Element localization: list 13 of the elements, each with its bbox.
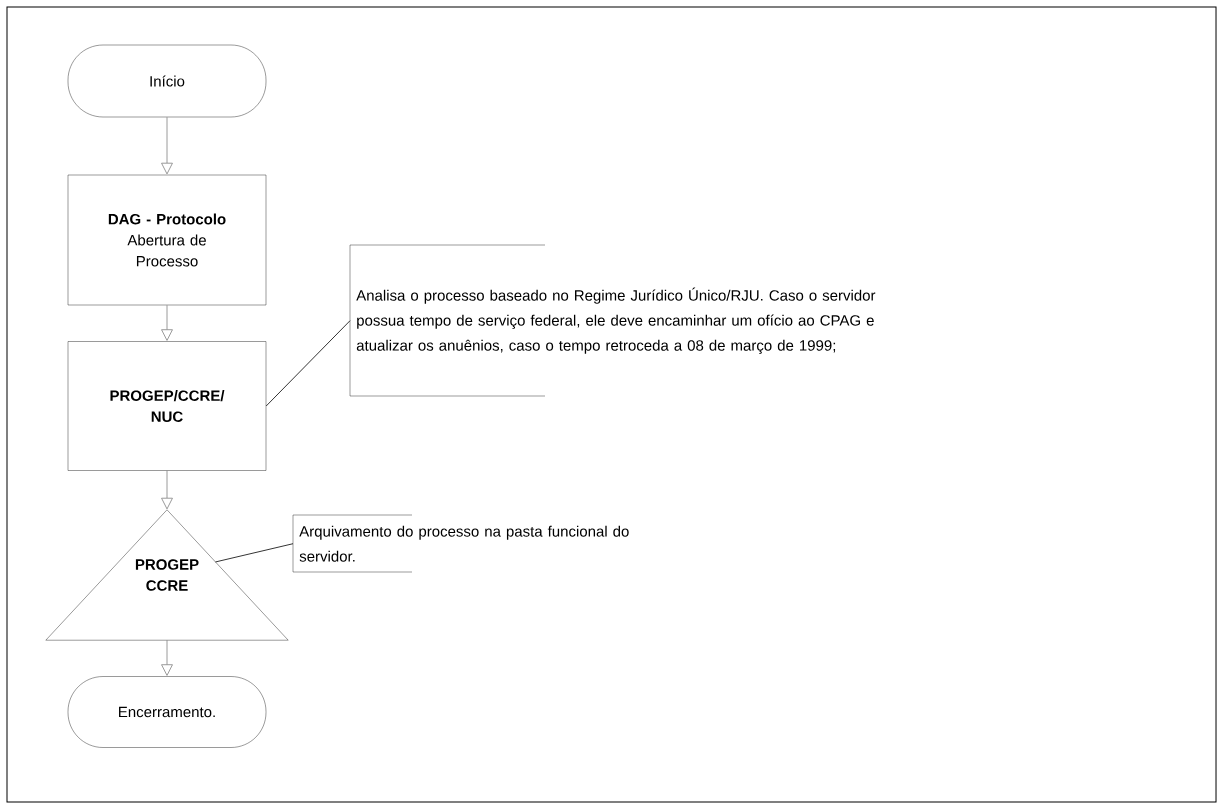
arrow xyxy=(161,116,173,175)
arrow xyxy=(161,470,173,510)
process-box: PROGEP/CCRE/ NUC xyxy=(67,341,267,471)
end-terminator: Encerramento. xyxy=(67,676,267,748)
annotation-note: Arquivamento do processo na pasta funcional do servidor. xyxy=(292,514,629,573)
arrow xyxy=(161,304,173,341)
process-box: DAG - Protocolo Abertura de Processo xyxy=(67,174,267,306)
start-terminator: Início xyxy=(67,44,267,118)
merge-triangle: PROGEP CCRE xyxy=(45,509,289,641)
annotation-note: Analisa o processo baseado no Regime Jurídico Único/RJU. Caso o servidor possua tempo de serviço federal, ele deve encaminhar um ofício ao CPAG e atualizar os anuênios, caso o tempo retroceda a 08 de março de 1999; xyxy=(349,244,876,397)
leader-line xyxy=(265,320,351,407)
leader-line xyxy=(215,543,294,563)
arrow xyxy=(161,639,173,676)
